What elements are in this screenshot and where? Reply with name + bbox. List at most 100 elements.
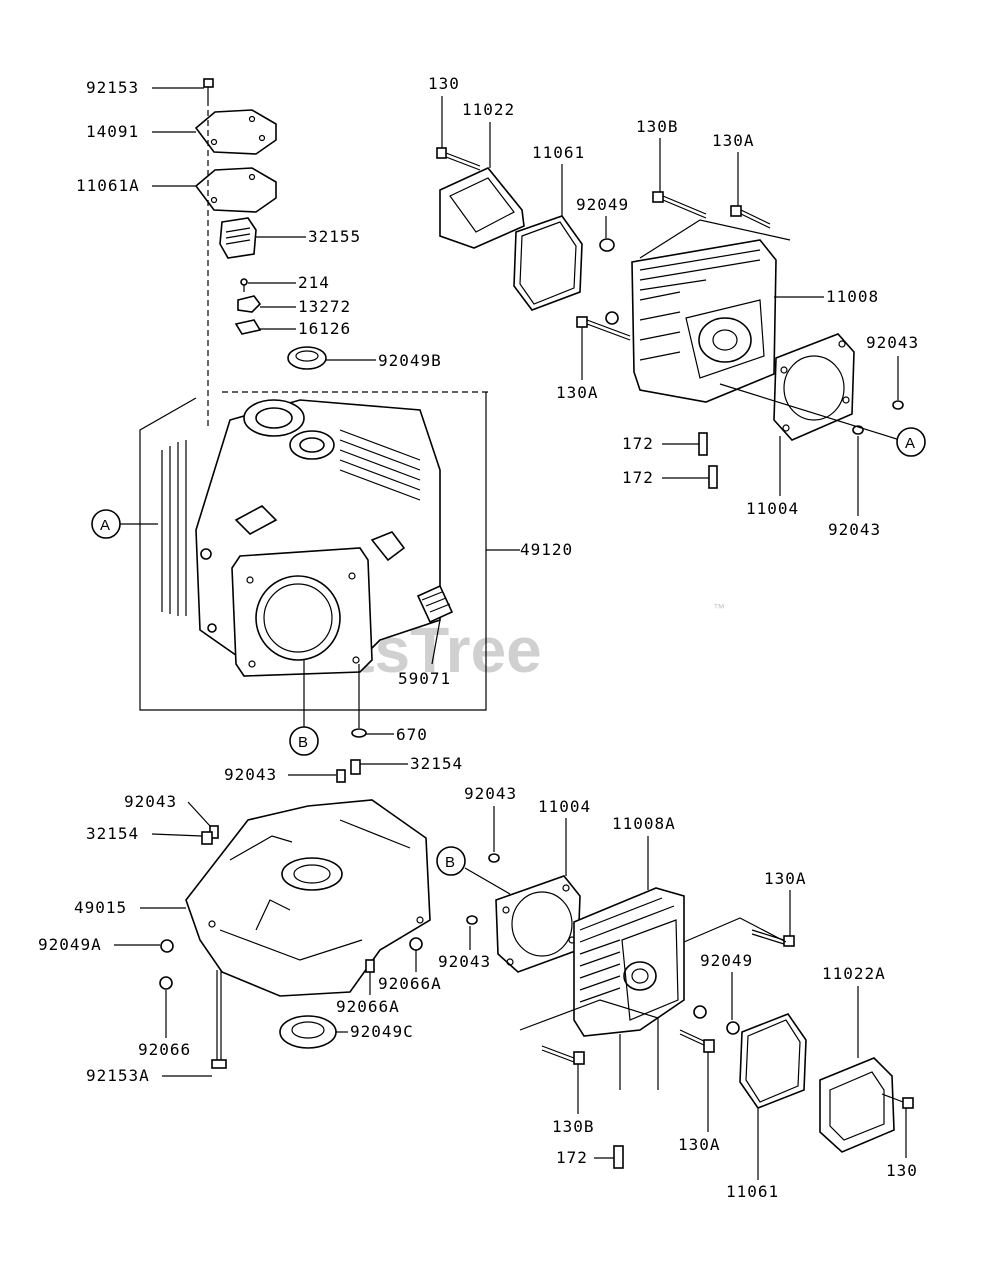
plate-13272[interactable]: [237, 295, 262, 313]
nut-92066[interactable]: [159, 976, 173, 990]
label-214[interactable]: 214: [298, 273, 330, 292]
label-92043-b[interactable]: 92043: [124, 792, 177, 811]
nut-92049A[interactable]: [160, 939, 174, 953]
label-92049-mid[interactable]: 92049: [700, 951, 753, 970]
bolt-130-bottom[interactable]: [881, 1093, 914, 1109]
head-gasket-11004-bottom[interactable]: [495, 875, 581, 973]
label-13272[interactable]: 13272: [298, 297, 351, 316]
label-92153A[interactable]: 92153A: [86, 1066, 150, 1085]
label-92049B[interactable]: 92049B: [378, 351, 442, 370]
cylinder-head-11008[interactable]: [631, 239, 777, 403]
label-130A-bottom[interactable]: 130A: [678, 1135, 721, 1154]
dowel-92043-lower-a[interactable]: [336, 769, 346, 783]
label-92049-top[interactable]: 92049: [576, 195, 629, 214]
bolt-130A-side[interactable]: [576, 316, 631, 341]
oil-seal-92049B[interactable]: [287, 346, 327, 370]
label-32154-b[interactable]: 32154: [86, 824, 139, 843]
label-92043-top-2[interactable]: 92043: [828, 520, 881, 539]
label-92049A[interactable]: 92049A: [38, 935, 102, 954]
bolt-130B-top[interactable]: [652, 191, 707, 219]
label-11008[interactable]: 11008: [826, 287, 879, 306]
crankcase-49120[interactable]: [161, 399, 441, 677]
label-130-top[interactable]: 130: [428, 74, 460, 93]
label-49015[interactable]: 49015: [74, 898, 127, 917]
label-16126[interactable]: 16126: [298, 319, 351, 338]
bolt-92153[interactable]: [203, 78, 214, 100]
rocker-cover-11022A[interactable]: [819, 1057, 895, 1153]
label-11022A[interactable]: 11022A: [822, 964, 886, 983]
label-92043-mid-1[interactable]: 92043: [464, 784, 517, 803]
stud-172-bottom[interactable]: [613, 1145, 624, 1169]
cylinder-head-group-bottom: [466, 853, 914, 1169]
label-92066A-1[interactable]: 92066A: [378, 974, 442, 993]
callout-A-left: A: [91, 509, 158, 539]
nut-92049-top[interactable]: [599, 238, 619, 325]
svg-text:A: A: [905, 435, 915, 452]
label-92066A-2[interactable]: 92066A: [336, 997, 400, 1016]
callout-B-left: B: [289, 660, 319, 756]
label-59071[interactable]: 59071: [398, 669, 451, 688]
label-92043-a[interactable]: 92043: [224, 765, 277, 784]
label-11022[interactable]: 11022: [462, 100, 515, 119]
bolt-130A-lower[interactable]: [751, 929, 795, 947]
rocker-cover-11022[interactable]: [439, 167, 525, 249]
label-92043-top-1[interactable]: 92043: [866, 333, 919, 352]
cylinder-block-group: [139, 78, 520, 738]
breather-valve-32155[interactable]: [219, 217, 257, 259]
label-11008A[interactable]: 11008A: [612, 814, 676, 833]
label-11061-bottom[interactable]: 11061: [726, 1182, 779, 1201]
bolt-130A-top[interactable]: [730, 205, 771, 229]
label-130A-mid[interactable]: 130A: [764, 869, 807, 888]
label-172-bottom[interactable]: 172: [556, 1148, 588, 1167]
plug-32154-b[interactable]: [201, 831, 213, 845]
label-92153[interactable]: 92153: [86, 78, 139, 97]
label-670[interactable]: 670: [396, 725, 428, 744]
stud-172-top[interactable]: [698, 432, 718, 489]
bolt-92153A[interactable]: [211, 970, 227, 1069]
crankcase-cover-49015[interactable]: [185, 799, 431, 997]
label-32155[interactable]: 32155: [308, 227, 361, 246]
dowel-92043-lower-c[interactable]: [488, 853, 500, 863]
svg-text:B: B: [445, 854, 455, 871]
label-172-top-2[interactable]: 172: [622, 468, 654, 487]
bolt-130A-bottom[interactable]: [679, 1029, 715, 1053]
reed-16126[interactable]: [234, 319, 262, 335]
callout-A-right: A: [896, 427, 926, 457]
label-32154-a[interactable]: 32154: [410, 754, 463, 773]
label-92049C[interactable]: 92049C: [350, 1022, 414, 1041]
bolt-130B-lower[interactable]: [541, 1045, 585, 1065]
bolt-130-top[interactable]: [436, 147, 481, 171]
svg-text:A: A: [100, 517, 110, 534]
plug-32154-a[interactable]: [350, 759, 361, 775]
dowel-92043-lower-d[interactable]: [466, 915, 478, 925]
cylinder-head-11008A[interactable]: [573, 887, 685, 1037]
head-gasket-11004-top[interactable]: [773, 333, 855, 441]
label-130A-side[interactable]: 130A: [556, 383, 599, 402]
label-11061-top[interactable]: 11061: [532, 143, 585, 162]
oil-seal-92049C[interactable]: [279, 1015, 337, 1049]
label-130B-top[interactable]: 130B: [636, 117, 679, 136]
trademark-symbol: ™: [713, 601, 725, 615]
label-130A-top[interactable]: 130A: [712, 131, 755, 150]
label-49120[interactable]: 49120: [520, 540, 573, 559]
label-130-bottom[interactable]: 130: [886, 1161, 918, 1180]
gasket-11061-bottom[interactable]: [739, 1013, 807, 1109]
filter-59071[interactable]: [416, 584, 454, 624]
screw-214[interactable]: [240, 278, 248, 292]
nut-92049-lower[interactable]: [693, 1005, 740, 1035]
label-14091[interactable]: 14091: [86, 122, 139, 141]
label-172-top-1[interactable]: 172: [622, 434, 654, 453]
part-labels: 92153 14091 11061A 32155 214 13272 16126…: [38, 74, 919, 1201]
label-92066[interactable]: 92066: [138, 1040, 191, 1059]
label-11004-mid[interactable]: 11004: [538, 797, 591, 816]
label-92043-mid-2[interactable]: 92043: [438, 952, 491, 971]
dowel-92043-top[interactable]: [852, 400, 904, 435]
label-11061A[interactable]: 11061A: [76, 176, 140, 195]
cylinder-head-group-top: [436, 147, 904, 489]
label-130B-bottom[interactable]: 130B: [552, 1117, 595, 1136]
label-11004-top[interactable]: 11004: [746, 499, 799, 518]
plug-670[interactable]: [351, 728, 367, 738]
svg-text:B: B: [298, 734, 308, 751]
gasket-11061-top[interactable]: [513, 215, 583, 311]
